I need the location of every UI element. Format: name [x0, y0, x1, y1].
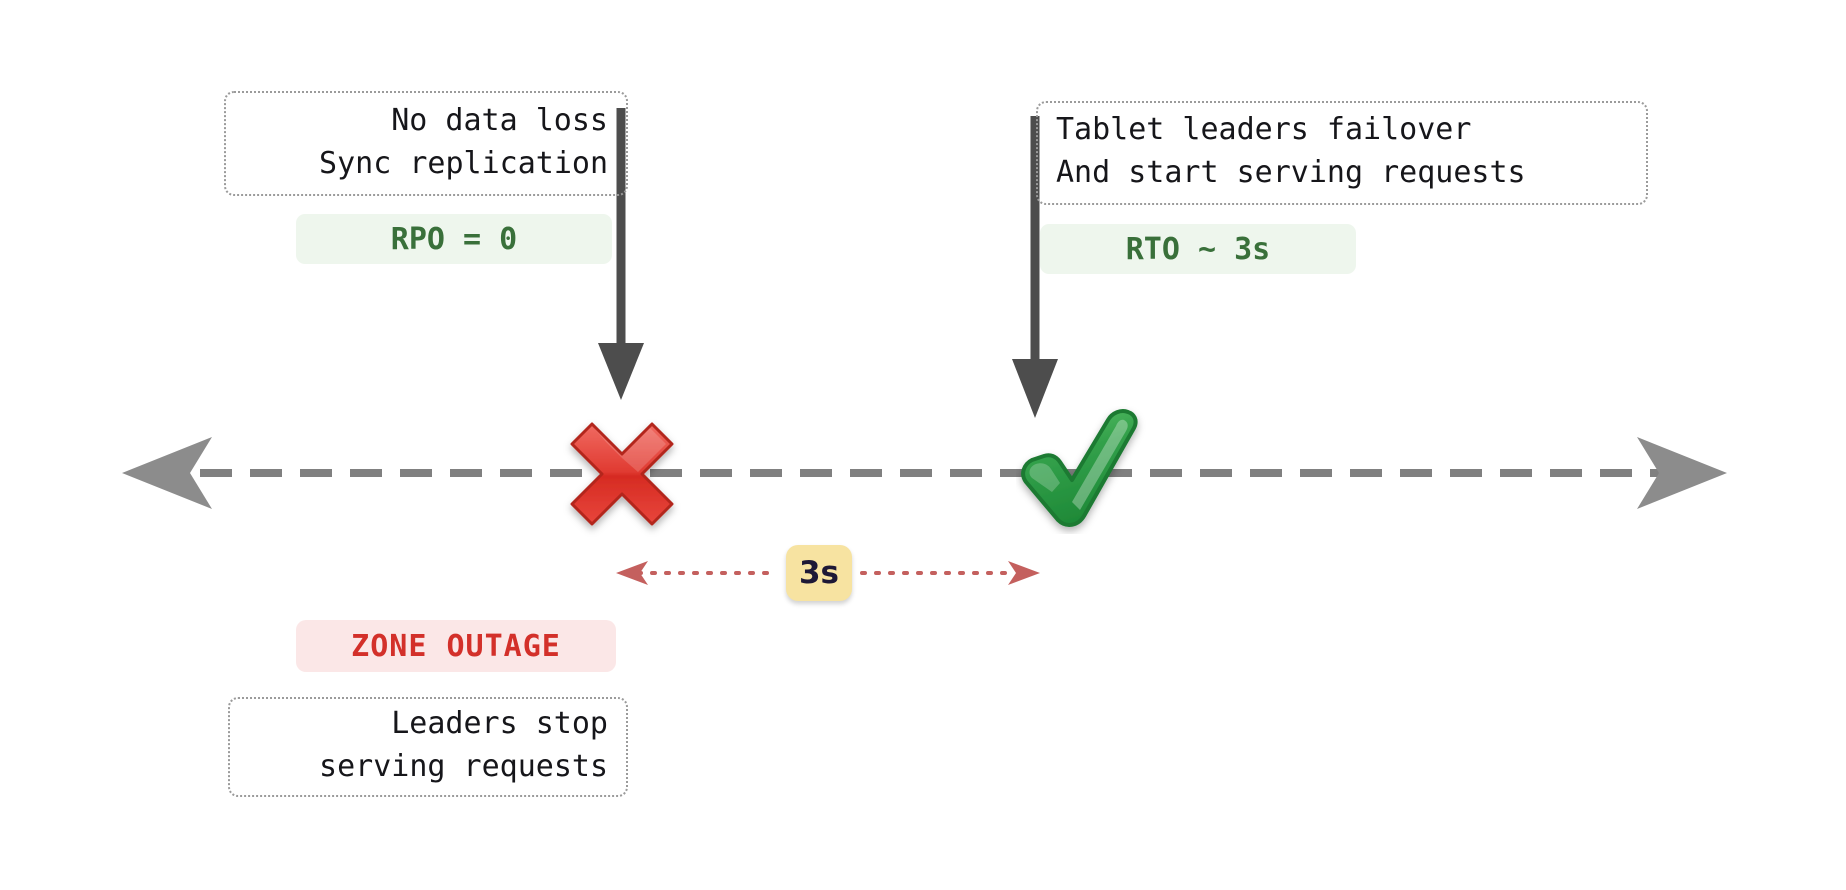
duration-badge: 3s: [786, 545, 852, 601]
duration-badge-label: 3s: [798, 555, 840, 591]
rto-note-line-1: Tablet leaders failover: [1056, 112, 1472, 148]
rpo-drop-arrow: [598, 108, 644, 400]
rpo-note-box: No data loss Sync replication: [224, 91, 628, 196]
duration-measure-arrows: [616, 561, 1040, 585]
check-mark-icon: [1021, 409, 1138, 527]
rpo-note-line-1: No data loss: [391, 102, 608, 138]
outage-note-line-2: serving requests: [319, 749, 608, 784]
measure-left-arrowhead-icon: [616, 561, 648, 585]
rpo-metric-label: RPO = 0: [390, 221, 518, 257]
rto-drop-arrow: [1012, 116, 1058, 418]
rpo-note-line-2: Sync replication: [319, 145, 608, 181]
measure-right-arrowhead-icon: [1008, 561, 1040, 585]
cross-mark-icon: [570, 422, 674, 526]
zone-outage-label: ZONE OUTAGE: [351, 628, 561, 664]
rto-metric-label: RTO ~ 3s: [1125, 231, 1271, 267]
outage-note-line-1: Leaders stop: [391, 706, 608, 742]
outage-note-box: Leaders stop serving requests: [228, 697, 628, 797]
zone-outage-badge: ZONE OUTAGE: [296, 620, 616, 672]
rto-note-line-2: And start serving requests: [1056, 155, 1526, 190]
rpo-metric-pill: RPO = 0: [296, 214, 612, 264]
rto-note-box: Tablet leaders failover And start servin…: [1036, 101, 1648, 205]
left-arrowhead-icon: [122, 437, 212, 509]
rto-metric-pill: RTO ~ 3s: [1040, 224, 1356, 274]
right-arrowhead-icon: [1637, 437, 1727, 509]
